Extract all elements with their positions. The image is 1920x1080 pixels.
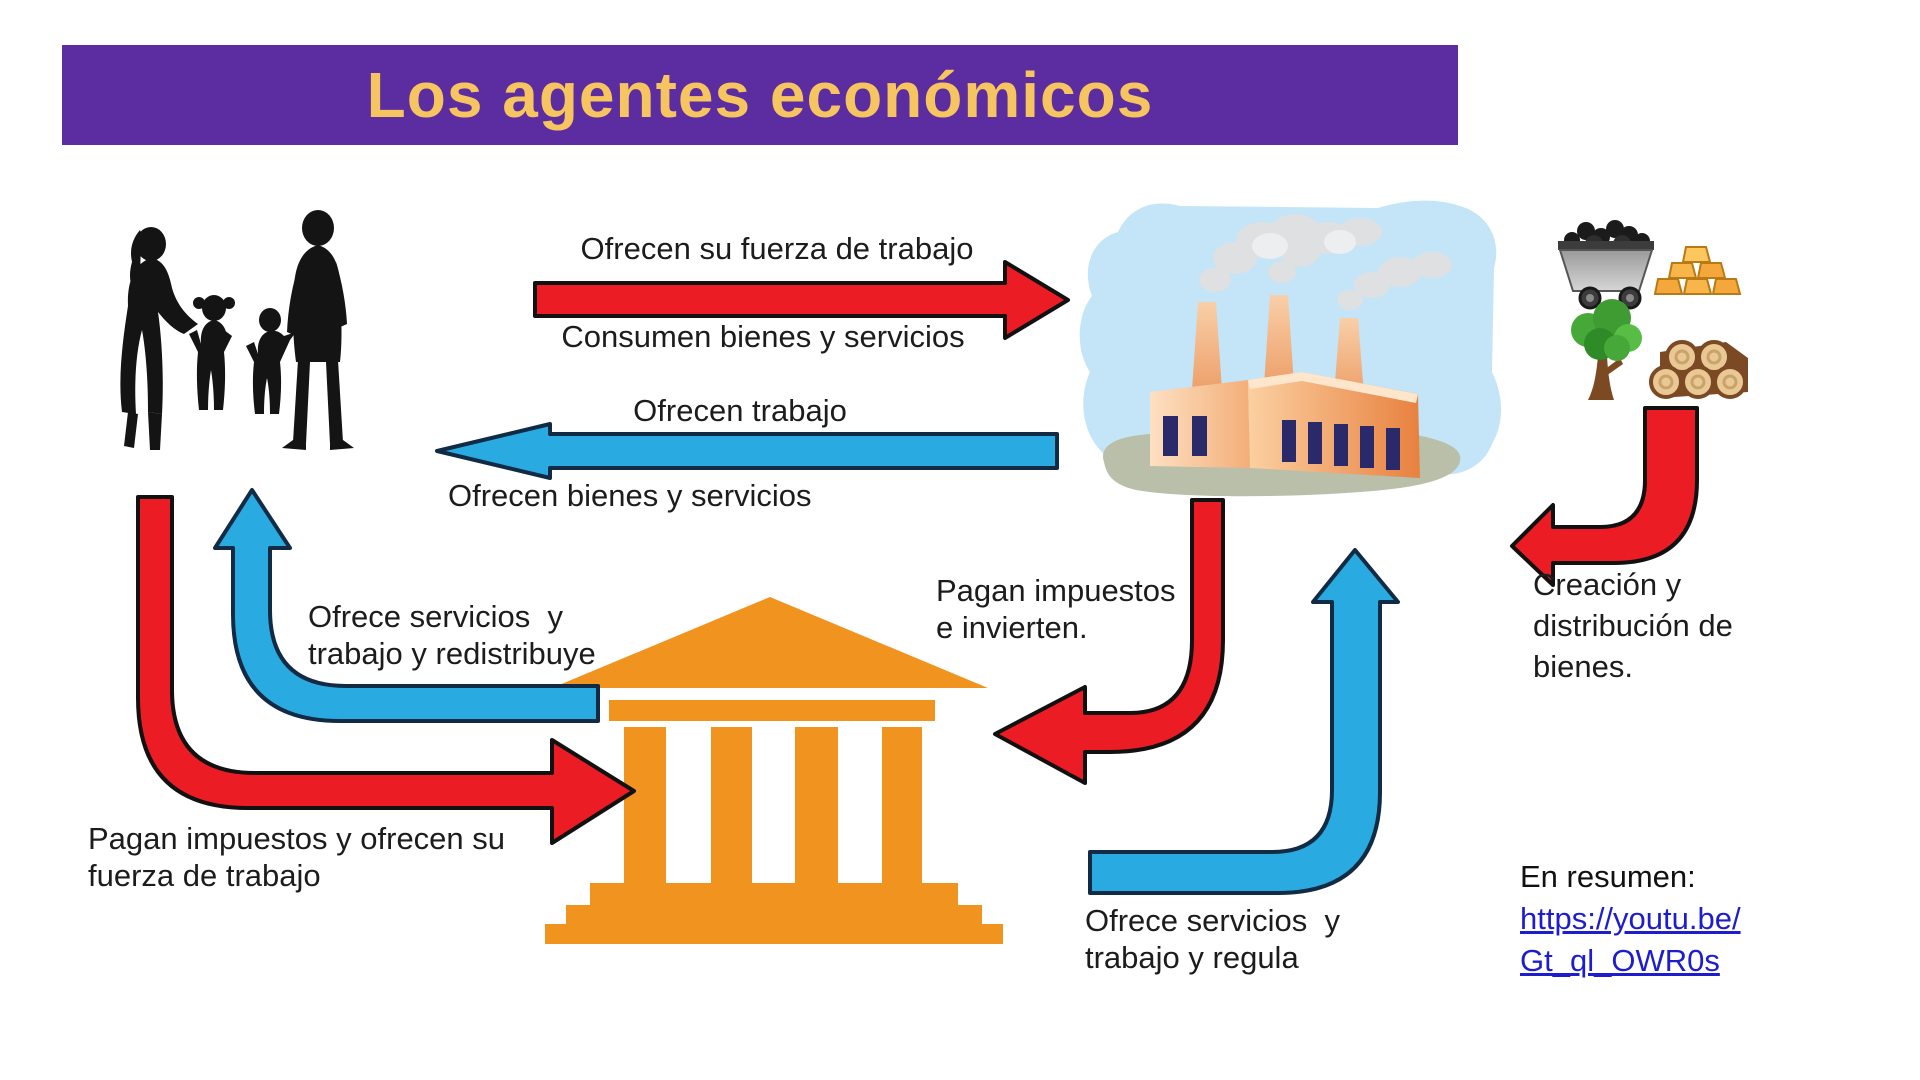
pediment: [552, 597, 988, 688]
coal-cart-icon: [1558, 220, 1654, 310]
label-gov-to-firms-line1: Ofrece servicios y: [1085, 903, 1340, 938]
step: [566, 905, 982, 924]
label-offer-goods: Ofrecen bienes y servicios: [448, 478, 812, 513]
factory-roof-edge: [1248, 372, 1418, 403]
logs-icon: [1649, 340, 1748, 399]
column: [795, 727, 838, 883]
label-gov-to-families-line2: trabajo y redistribuye: [308, 636, 596, 671]
arrow-firms-to-families-jobs: [435, 422, 1059, 480]
label-families-to-gov-line2: fuerza de trabajo: [88, 858, 321, 893]
tree-icon: [1571, 299, 1642, 400]
arrow-government-to-firms-services: [1088, 548, 1400, 895]
gold-bars-icon: [1653, 246, 1742, 295]
summary-link-line1[interactable]: https://youtu.be/: [1520, 901, 1741, 936]
factory-chimney: [1264, 295, 1294, 385]
arrow-firms-to-government-taxes: [993, 498, 1225, 785]
column: [624, 727, 666, 883]
label-firms-to-gov-line2: e invierten.: [936, 610, 1088, 645]
arrow-government-to-families-services: [213, 488, 600, 723]
family-silhouette-icon: [120, 210, 354, 450]
label-families-to-gov-line1: Pagan impuestos y ofrecen su: [88, 821, 506, 856]
factory-chimney: [1334, 318, 1364, 395]
label-resources-line3: bienes.: [1533, 649, 1633, 684]
step: [545, 924, 1003, 944]
summary-block: En resumen: https://youtu.be/ Gt_ql_OWR0…: [1520, 856, 1920, 982]
arrow-resources-to-firms: [1510, 406, 1699, 587]
factory-smoke: [1199, 214, 1452, 310]
factory-chimney: [1192, 302, 1222, 390]
label-resources-line2: distribución de: [1533, 608, 1733, 643]
label-offer-labor: Ofrecen su fuerza de trabajo: [580, 231, 974, 266]
arrow-families-to-firms-labor: [533, 260, 1070, 340]
factory-windows: [1163, 416, 1400, 470]
summary-heading: En resumen:: [1520, 859, 1696, 894]
summary-youtube-link[interactable]: https://youtu.be/ Gt_ql_OWR0s: [1520, 898, 1920, 982]
factory-icon: [1079, 200, 1502, 497]
page-title: Los agentes económicos: [366, 59, 1154, 131]
summary-link-line2[interactable]: Gt_ql_OWR0s: [1520, 943, 1720, 978]
step: [590, 883, 958, 905]
title-banner: Los agentes económicos: [62, 45, 1458, 145]
arrow-families-to-government-taxes: [136, 495, 636, 845]
column: [882, 727, 922, 883]
label-offer-jobs: Ofrecen trabajo: [633, 393, 847, 428]
label-firms-to-gov-line1: Pagan impuestos: [936, 573, 1176, 608]
label-consume-goods: Consumen bienes y servicios: [561, 319, 965, 354]
label-gov-to-families-line1: Ofrece servicios y: [308, 599, 563, 634]
architrave: [609, 700, 935, 721]
label-gov-to-firms-line2: trabajo y regula: [1085, 940, 1299, 975]
column: [711, 727, 752, 883]
label-resources-line1: Creación y: [1533, 567, 1682, 602]
government-building-icon: [545, 597, 1003, 944]
